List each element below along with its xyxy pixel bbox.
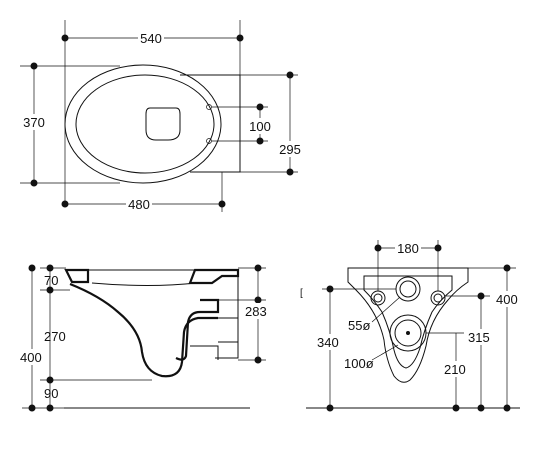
dim-label-480: 480	[128, 197, 150, 212]
outlet-hole-inner	[394, 319, 422, 347]
dim-dot	[326, 285, 334, 293]
dim-dot	[61, 34, 69, 42]
dim-label-270: 270	[44, 329, 66, 344]
dim-label-55: 55ø	[348, 318, 370, 333]
outlet-lines	[218, 317, 238, 343]
dim-dot	[374, 244, 382, 252]
bowl-body-outer	[69, 282, 218, 378]
dim-label-400: 400	[20, 350, 42, 365]
label-bg	[20, 349, 46, 365]
top-view: 540 480 370 100 295	[20, 20, 304, 212]
side-view: 70 270 400 90 283	[20, 264, 270, 412]
leader-100	[371, 344, 399, 361]
label-bg	[467, 329, 495, 345]
dim-label-70: 70	[44, 273, 58, 288]
dim-label-100-dia: 100ø	[344, 356, 374, 371]
dim-dot	[254, 296, 262, 304]
outlet-center	[406, 331, 410, 335]
dim-dot	[256, 103, 264, 111]
dim-label-295: 295	[279, 142, 301, 157]
dim-dot	[236, 34, 244, 42]
dim-dot	[256, 137, 264, 145]
bowl-inner-outline	[75, 74, 215, 174]
dim-dot	[503, 404, 511, 412]
inlet-hole-inner	[399, 280, 417, 298]
fixing-hole-left-inner	[373, 293, 383, 303]
outlet-bottom	[190, 345, 219, 360]
rear-view: [ 180 340 55ø 100ø 210 315	[300, 240, 524, 412]
rear-wall	[215, 270, 239, 359]
rim-inner-line	[91, 282, 197, 286]
dim-dot	[254, 356, 262, 364]
dim-dot	[61, 200, 69, 208]
rear-marker: [	[300, 288, 303, 299]
dim-dot	[254, 264, 262, 272]
leader-55	[371, 296, 401, 323]
fixing-hole-right-inner	[433, 293, 443, 303]
label-bg	[395, 240, 421, 256]
trap-inner	[175, 298, 220, 361]
dim-dot	[46, 404, 54, 412]
fixing-hole-bottom	[206, 138, 212, 144]
dim-label-340: 340	[317, 335, 339, 350]
dim-label-100: 100	[249, 119, 271, 134]
dim-dot	[218, 200, 226, 208]
dim-label-540: 540	[140, 31, 162, 46]
dim-dot	[477, 404, 485, 412]
dim-dot	[28, 264, 36, 272]
seat-opening	[145, 107, 181, 141]
rear-outer-body	[347, 267, 469, 383]
dim-dot	[503, 264, 511, 272]
rear-inner-plate	[363, 275, 453, 369]
label-bg	[494, 291, 524, 307]
rim-front	[64, 268, 90, 284]
dim-dot	[434, 244, 442, 252]
dim-label-370: 370	[23, 115, 45, 130]
dim-label-90: 90	[44, 386, 58, 401]
label-bg	[138, 30, 164, 46]
rear-block-outline	[180, 74, 241, 173]
dim-dot	[326, 404, 334, 412]
dim-dot	[30, 179, 38, 187]
label-bg	[20, 114, 48, 130]
label-bg	[246, 118, 274, 134]
dim-dot	[30, 62, 38, 70]
dim-label-180: 180	[397, 241, 419, 256]
dim-dot	[452, 404, 460, 412]
dim-dot	[286, 168, 294, 176]
label-bg	[276, 141, 304, 157]
dim-dot	[286, 71, 294, 79]
label-bg	[126, 196, 152, 212]
fixing-hole-left	[370, 290, 386, 306]
bowl-outer-outline	[64, 64, 222, 184]
dim-dot	[28, 404, 36, 412]
label-bg	[244, 303, 270, 319]
dim-dot	[46, 264, 54, 272]
dim-dot	[477, 292, 485, 300]
fixing-hole-top	[206, 104, 212, 110]
label-bg	[443, 361, 471, 377]
dim-label-315: 315	[468, 330, 490, 345]
dim-label-400-rear: 400	[496, 292, 518, 307]
rim-rear	[188, 268, 240, 285]
dim-label-210: 210	[444, 362, 466, 377]
label-bg	[316, 334, 344, 350]
dim-label-283: 283	[245, 304, 267, 319]
